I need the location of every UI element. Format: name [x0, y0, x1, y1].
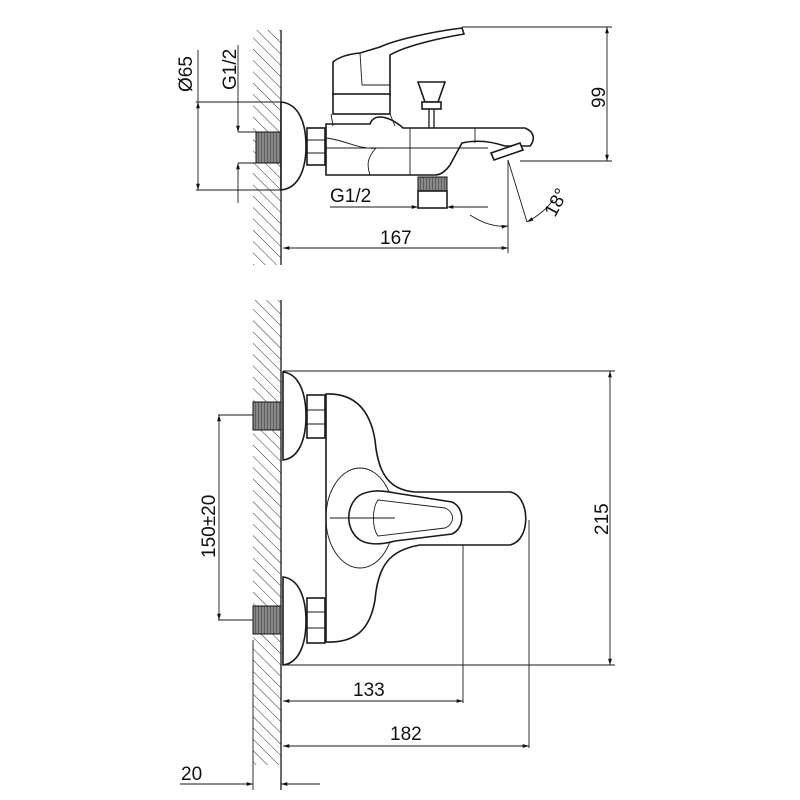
- dim-outlet-thread: G1/2: [330, 186, 371, 207]
- inlet-thread: [255, 131, 282, 164]
- dim-width: 215: [592, 503, 613, 535]
- outlet-thread: [417, 176, 448, 192]
- diverter-knob: [416, 81, 447, 103]
- inlet-thread-top: [252, 401, 282, 431]
- top-view: 215 150±20 133 182 20: [180, 300, 615, 790]
- spout-aerator: [489, 142, 525, 161]
- hex-nut: [306, 127, 326, 166]
- wall-flange-top: [282, 371, 307, 461]
- dim-inlet-spacing: 150±20: [199, 495, 220, 558]
- dim-handle-depth: 133: [353, 680, 385, 701]
- dim-wall-thickness: 20: [181, 764, 202, 785]
- dim-total-depth: 182: [390, 724, 422, 745]
- wall-flange-bottom: [282, 576, 307, 666]
- lever-handle: [332, 27, 466, 96]
- dim-projection: 167: [380, 228, 412, 249]
- hex-nut-bottom: [306, 597, 326, 644]
- wall-flange: [280, 101, 307, 191]
- side-view: Ø65 G1/2 99 G1/2 18° 167: [176, 26, 612, 265]
- lever-top: [347, 490, 463, 545]
- dim-inlet-thread: G1/2: [220, 49, 241, 90]
- wall-hatch: [253, 300, 281, 765]
- hex-nut-top: [306, 394, 326, 439]
- dim-height: 99: [589, 87, 610, 108]
- dim-flange-diameter: Ø65: [176, 56, 197, 92]
- dim-spout-angle: 18°: [541, 185, 573, 220]
- inlet-thread-bottom: [252, 605, 282, 635]
- mixer-body: [325, 116, 535, 176]
